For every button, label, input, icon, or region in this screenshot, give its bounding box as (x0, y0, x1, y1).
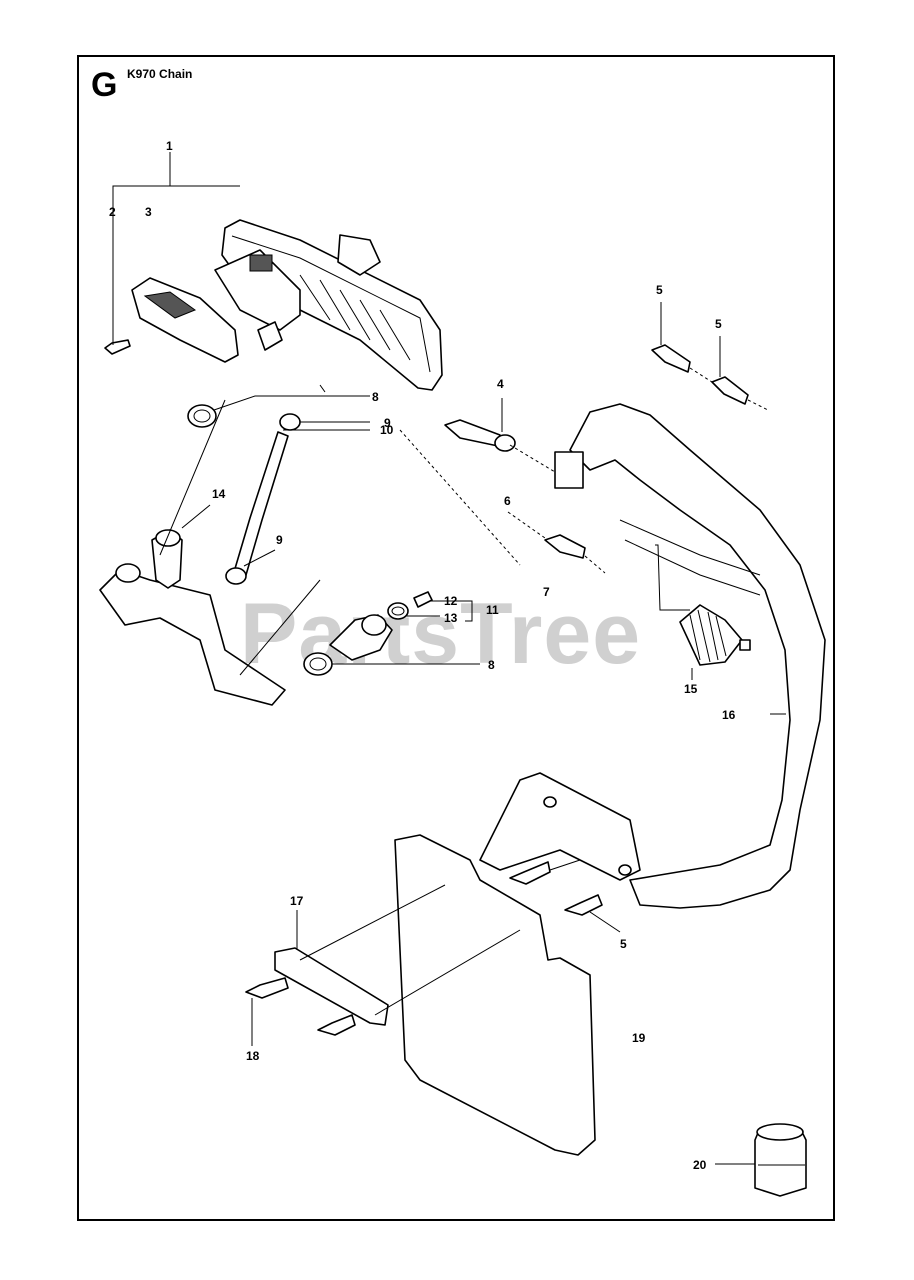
callout-17: 17 (290, 894, 304, 908)
part-hose-clamp-9-lower[interactable] (225, 567, 247, 585)
part-screw-5-upper-a[interactable] (651, 344, 691, 373)
part-bracket-17[interactable] (274, 947, 389, 1026)
leader-14 (181, 504, 211, 529)
diagram-frame (77, 55, 835, 1221)
leader-9-lower (243, 549, 276, 567)
leader-5c-link (549, 859, 581, 871)
part-hose-nipple-upper[interactable] (187, 404, 217, 428)
callout-20: 20 (693, 1158, 707, 1172)
part-screw-6[interactable] (544, 534, 586, 559)
leader-5-dashed (689, 367, 769, 411)
callout-18: 18 (246, 1049, 260, 1063)
callout-4: 4 (497, 377, 504, 391)
part-filter-cover[interactable] (131, 277, 239, 363)
part-water-pipe[interactable] (99, 563, 286, 706)
section-letter: G (91, 66, 118, 104)
part-hose-clamp-9-upper[interactable] (279, 413, 301, 431)
leader-5c (589, 911, 621, 933)
leader-15-link (655, 544, 690, 611)
callout-8-lower: 8 (488, 658, 495, 672)
part-damper-15[interactable] (679, 604, 751, 666)
page-title: K970 Chain (127, 67, 193, 81)
leader-pipe (159, 384, 326, 556)
part-guard-plate-19[interactable] (394, 772, 641, 1156)
part-screw-4[interactable] (444, 419, 516, 452)
part-o-ring-13[interactable] (387, 602, 409, 620)
leader-pipe-lower (239, 579, 321, 676)
callout-12: 12 (444, 594, 458, 608)
part-hose-nipple-lower[interactable] (303, 652, 333, 676)
callout-6: 6 (504, 494, 511, 508)
callout-5-lower: 5 (620, 937, 627, 951)
part-coupling-20[interactable] (754, 1123, 807, 1197)
callout-15: 15 (684, 682, 698, 696)
part-screw-5-upper-b[interactable] (711, 376, 749, 405)
leader-6 (507, 511, 606, 574)
leader-4-dashed (509, 444, 561, 476)
part-screw-5-lower-b[interactable] (564, 894, 603, 916)
callout-1: 1 (166, 139, 173, 153)
callout-7: 7 (543, 585, 550, 599)
callout-5-upper-a: 5 (656, 283, 663, 297)
part-screw-12[interactable] (413, 591, 433, 608)
callout-11: 11 (486, 603, 499, 617)
callout-13: 13 (444, 611, 458, 625)
part-front-handle-16[interactable] (554, 403, 826, 909)
callout-3: 3 (145, 205, 152, 219)
leader-2 (112, 185, 240, 345)
leader-17-bolts (299, 884, 521, 1016)
callout-9-upper: 9 (384, 416, 391, 430)
callout-10: 10 (380, 423, 394, 437)
leader-12-11 (430, 600, 473, 622)
callout-9-lower: 9 (276, 533, 283, 547)
callout-14: 14 (212, 487, 226, 501)
callout-2: 2 (109, 205, 116, 219)
part-screw-18-b[interactable] (317, 1014, 356, 1036)
part-filter-housing[interactable] (214, 219, 443, 391)
leader-10-dashed (399, 429, 521, 566)
part-screw-5-lower-a[interactable] (509, 861, 551, 885)
part-valve-11[interactable] (329, 614, 393, 661)
callout-8-upper: 8 (372, 390, 379, 404)
callout-5-upper-b: 5 (715, 317, 722, 331)
callout-16: 16 (722, 708, 736, 722)
callout-19: 19 (632, 1031, 646, 1045)
part-screw-18-a[interactable] (245, 977, 289, 999)
leader-8-upper (213, 395, 370, 411)
part-hose-10[interactable] (233, 431, 289, 576)
part-screw-2[interactable] (104, 339, 131, 355)
